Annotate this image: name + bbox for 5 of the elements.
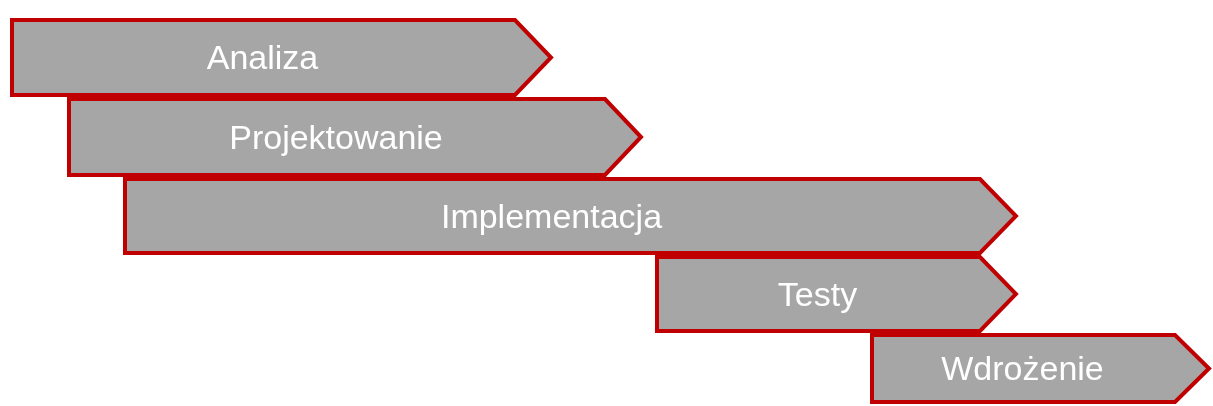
phase-label: Testy [777, 274, 858, 314]
phase-label: Implementacja [440, 196, 663, 236]
phase-label: Analiza [206, 38, 319, 77]
phase-label: Projektowanie [229, 117, 443, 157]
phase-label: Wdrożenie [941, 349, 1104, 388]
